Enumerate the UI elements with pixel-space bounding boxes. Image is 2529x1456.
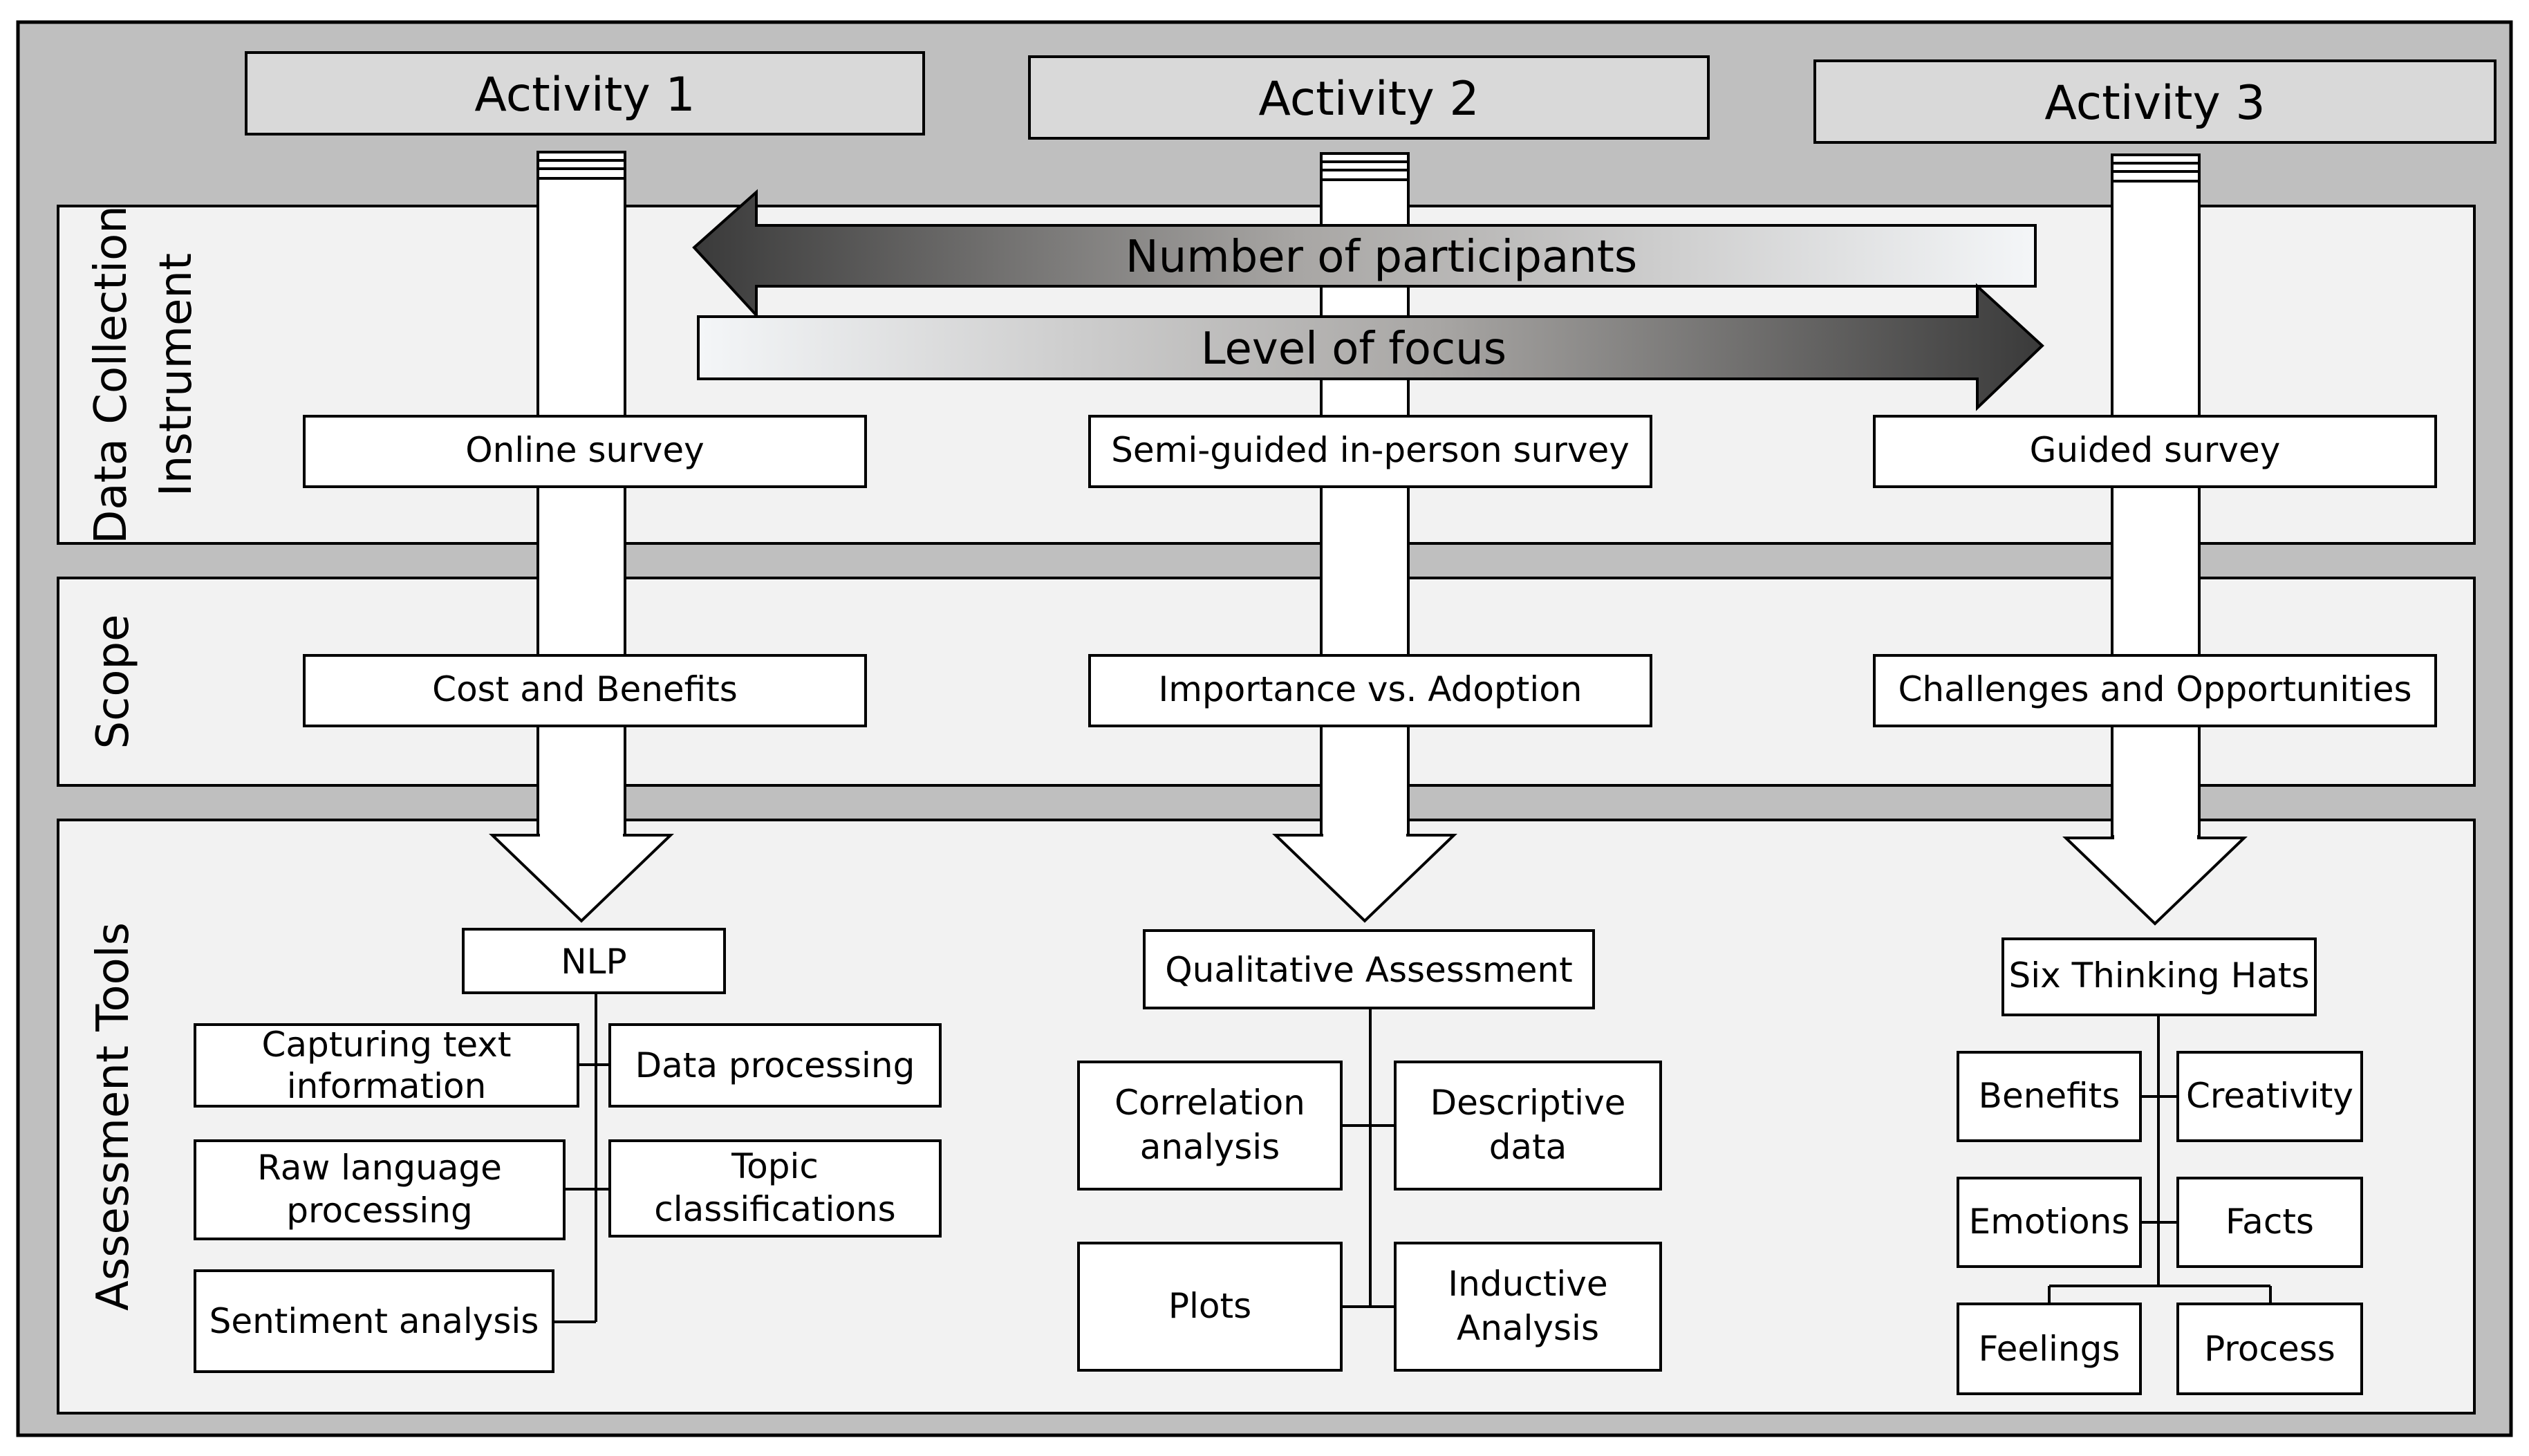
- instrument-online-survey: [303, 415, 867, 488]
- qualitative-title: Qualitative Assessment: [1165, 950, 1572, 990]
- nlp-title-box: [462, 928, 726, 994]
- scope-importance-vs-adoption: [1088, 654, 1652, 727]
- instrument-online-survey-label: Online survey: [465, 430, 704, 470]
- row-label-data-collection-line2: Instrument: [151, 253, 202, 496]
- nlp-sentiment-analysis-box: [194, 1269, 554, 1373]
- nlp-title: NLP: [561, 942, 626, 982]
- arrow-level-of-focus-label: Level of focus: [1201, 324, 1506, 375]
- shaft-cap-activity-2: [1320, 152, 1410, 181]
- nlp-tree-connectors: [553, 993, 610, 1323]
- instrument-semi-guided-survey: [1088, 415, 1652, 488]
- arrow-number-of-participants: [692, 189, 2037, 319]
- nlp-sentiment-analysis-label: Sentiment analysis: [209, 1301, 539, 1341]
- six-hats-feelings-label: Feelings: [1979, 1329, 2120, 1369]
- activity-1-header: [245, 51, 925, 136]
- instrument-guided-survey: [1873, 415, 2437, 488]
- six-hats-title-box: [2001, 937, 2317, 1016]
- six-hats-facts-box: [2176, 1177, 2363, 1268]
- shaft-cap-activity-1: [536, 151, 626, 180]
- shaft-activity-3: [2111, 180, 2201, 838]
- six-hats-benefits-box: [1957, 1051, 2142, 1142]
- activity-3-label: Activity 3: [2044, 76, 2265, 131]
- nlp-raw-language-line2: processing: [286, 1191, 472, 1231]
- qualitative-descriptive-line1: Descriptive: [1430, 1083, 1626, 1123]
- qualitative-descriptive-line2: data: [1489, 1127, 1567, 1167]
- instrument-guided-survey-label: Guided survey: [2030, 430, 2281, 470]
- qualitative-inductive-line1: Inductive: [1448, 1264, 1607, 1304]
- scope-importance-vs-adoption-label: Importance vs. Adoption: [1158, 669, 1582, 709]
- nlp-capturing-text-box: [194, 1023, 579, 1108]
- qualitative-plots-label: Plots: [1168, 1286, 1251, 1326]
- six-hats-facts-label: Facts: [2225, 1202, 2314, 1242]
- nlp-topic-classifications-line1: Topic: [731, 1146, 819, 1186]
- qualitative-title-box: [1143, 929, 1595, 1009]
- nlp-data-processing-box: [608, 1023, 942, 1108]
- shaft-cap-activity-3: [2111, 153, 2201, 183]
- nlp-capturing-text-line1: Capturing text: [261, 1025, 511, 1065]
- arrow-level-of-focus: [697, 283, 2044, 411]
- six-hats-process-label: Process: [2204, 1329, 2335, 1369]
- six-hats-feelings-box: [1957, 1303, 2142, 1395]
- six-hats-benefits-label: Benefits: [1979, 1076, 2120, 1116]
- qualitative-correlation-box: [1077, 1061, 1343, 1191]
- activity-2-header: [1028, 55, 1710, 140]
- six-hats-emotions-box: [1957, 1177, 2142, 1268]
- activity-2-label: Activity 2: [1258, 72, 1479, 127]
- six-hats-emotions-label: Emotions: [1969, 1202, 2130, 1242]
- activity-1-label: Activity 1: [474, 68, 695, 122]
- arrow-number-of-participants-label: Number of participants: [1126, 232, 1637, 283]
- arrow-join-2: [1323, 832, 1406, 839]
- scope-challenges-and-opportunities: [1873, 654, 2437, 727]
- instrument-semi-guided-survey-label: Semi-guided in-person survey: [1111, 430, 1630, 470]
- scope-cost-and-benefits: [303, 654, 867, 727]
- qualitative-inductive-line2: Analysis: [1457, 1308, 1599, 1348]
- nlp-topic-classifications-line2: classifications: [654, 1189, 895, 1229]
- row-label-data-collection-line1: Data Collection: [86, 205, 137, 544]
- arrow-join-1: [540, 832, 623, 839]
- nlp-raw-language-line1: Raw language: [257, 1148, 502, 1188]
- six-hats-creativity-box: [2176, 1051, 2363, 1142]
- nlp-capturing-text-line2: information: [287, 1066, 487, 1106]
- six-hats-process-box: [2176, 1303, 2363, 1395]
- qualitative-correlation-line1: Correlation: [1114, 1083, 1305, 1123]
- qualitative-plots-box: [1077, 1242, 1343, 1372]
- row-label-scope: Scope: [88, 615, 139, 749]
- six-hats-title: Six Thinking Hats: [2009, 955, 2310, 996]
- six-hats-tree-connectors: [2048, 1015, 2272, 1304]
- nlp-topic-classifications-box: [608, 1139, 942, 1238]
- qualitative-descriptive-box: [1394, 1061, 1662, 1191]
- qualitative-tree-connectors: [1341, 1008, 1395, 1308]
- qualitative-inductive-box: [1394, 1242, 1662, 1372]
- nlp-raw-language-box: [194, 1139, 566, 1240]
- activity-3-header: [1813, 59, 2497, 144]
- scope-cost-and-benefits-label: Cost and Benefits: [432, 669, 738, 709]
- arrow-join-3: [2114, 832, 2197, 842]
- row-label-assessment-tools: Assessment Tools: [88, 922, 139, 1311]
- scope-challenges-and-opportunities-label: Challenges and Opportunities: [1898, 669, 2411, 709]
- shaft-activity-1: [536, 177, 626, 838]
- qualitative-correlation-line2: analysis: [1140, 1127, 1280, 1167]
- nlp-data-processing-label: Data processing: [635, 1045, 915, 1085]
- six-hats-creativity-label: Creativity: [2186, 1076, 2353, 1116]
